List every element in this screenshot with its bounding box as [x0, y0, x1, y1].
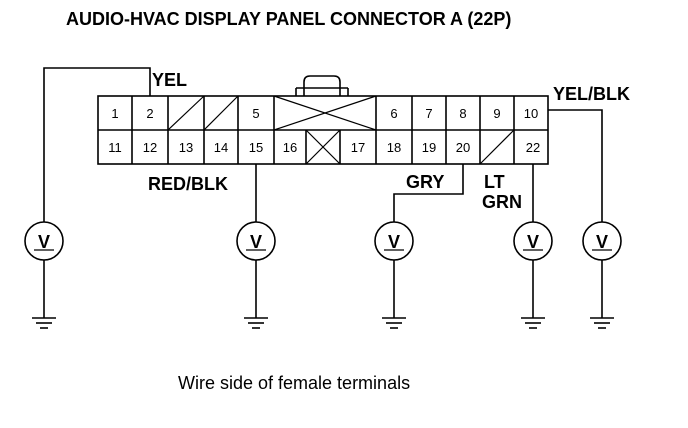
pin-16: 16 — [283, 140, 297, 155]
pin-20: 20 — [456, 140, 470, 155]
pin-1: 1 — [111, 106, 118, 121]
pin-18: 18 — [387, 140, 401, 155]
pin-7: 7 — [425, 106, 432, 121]
wire-yel-blk — [548, 109, 603, 222]
pin-11: 11 — [108, 140, 122, 155]
label-red-blk: RED/BLK — [148, 174, 228, 194]
voltmeter-symbol: V — [527, 232, 539, 252]
voltmeter-symbol: V — [250, 232, 262, 252]
label-gry: GRY — [406, 172, 444, 192]
wires — [43, 67, 603, 222]
ground-icon — [590, 317, 614, 329]
voltmeter-2: V — [236, 221, 276, 329]
ground-icon — [244, 317, 268, 329]
pin-12: 12 — [143, 140, 157, 155]
voltmeter-4: V — [513, 221, 553, 329]
wire-yel — [43, 67, 151, 222]
pin-6: 6 — [390, 106, 397, 121]
diagram-title: AUDIO-HVAC DISPLAY PANEL CONNECTOR A (22… — [66, 9, 511, 29]
ground-icon — [521, 317, 545, 329]
connector-latch — [295, 75, 349, 96]
label-yel: YEL — [152, 70, 187, 90]
pin-8: 8 — [459, 106, 466, 121]
voltmeter-5: V — [582, 221, 622, 329]
pin-2: 2 — [146, 106, 153, 121]
ground-icon — [382, 317, 406, 329]
voltmeter-symbol: V — [38, 232, 50, 252]
pin-17: 17 — [351, 140, 365, 155]
pin-numbers: 1 2 5 6 7 8 9 10 11 12 13 14 15 16 17 18… — [108, 106, 540, 155]
pin-13: 13 — [179, 140, 193, 155]
pin-14: 14 — [214, 140, 228, 155]
ground-icon — [32, 317, 56, 329]
diagram-caption: Wire side of female terminals — [178, 373, 410, 393]
label-lt: LT — [484, 172, 505, 192]
wire-gry — [393, 164, 464, 222]
label-grn: GRN — [482, 192, 522, 212]
pin-22: 22 — [526, 140, 540, 155]
pin-9: 9 — [493, 106, 500, 121]
pin-19: 19 — [422, 140, 436, 155]
pin-5: 5 — [252, 106, 259, 121]
voltmeter-symbol: V — [596, 232, 608, 252]
connector-body — [97, 95, 549, 165]
voltmeter-1: V — [24, 221, 64, 329]
label-yel-blk: YEL/BLK — [553, 84, 630, 104]
pin-15: 15 — [249, 140, 263, 155]
pin-10: 10 — [524, 106, 538, 121]
voltmeter-3: V — [374, 221, 414, 329]
voltmeter-symbol: V — [388, 232, 400, 252]
